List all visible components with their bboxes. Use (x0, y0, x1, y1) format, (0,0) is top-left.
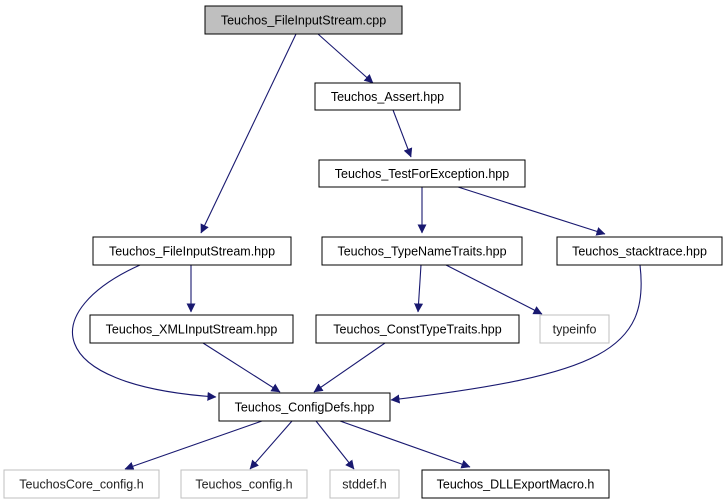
node-teuchos-configdefs[interactable]: Teuchos_ConfigDefs.hpp (218, 392, 391, 422)
node-label: Teuchos_ConstTypeTraits.hpp (333, 323, 501, 337)
node-box (321, 236, 523, 266)
edge-root-to-assert (317, 33, 374, 84)
node-label: Teuchos_DLLExportMacro.h (437, 478, 595, 492)
edge-stacktrace-to-configdefs (390, 264, 642, 404)
node-teuchos-consttypetraits[interactable]: Teuchos_ConstTypeTraits.hpp (315, 314, 520, 344)
node-label: Teuchos_TypeNameTraits.hpp (337, 245, 506, 259)
node-teuchos-testforexception[interactable]: Teuchos_TestForException.hpp (318, 159, 526, 188)
node-stddef[interactable]: stddef.h (329, 469, 400, 499)
node-box (539, 314, 610, 344)
edge-xmlinputstream-to-configdefs (202, 342, 281, 393)
node-teuchos-stacktrace[interactable]: Teuchos_stacktrace.hpp (556, 236, 723, 266)
node-label: Teuchos_config.h (195, 478, 292, 492)
node-box (204, 5, 403, 35)
edge-typenametraits-to-consttypetraits (414, 264, 424, 313)
node-box (3, 469, 160, 499)
node-box (556, 236, 723, 266)
node-box (218, 392, 391, 422)
node-teuchos-dllexportmacro[interactable]: Teuchos_DLLExportMacro.h (421, 469, 610, 499)
node-box (421, 469, 610, 499)
node-teuchos-assert[interactable]: Teuchos_Assert.hpp (314, 82, 461, 111)
node-label: Teuchos_FileInputStream.hpp (109, 245, 275, 259)
edge-assert-to-testforexception (392, 109, 413, 158)
node-teuchos-config[interactable]: Teuchos_config.h (180, 469, 308, 499)
node-box (315, 314, 520, 344)
edge-typenametraits-to-typeinfo (445, 264, 543, 315)
node-box (89, 314, 294, 344)
node-teuchos-typenametraits[interactable]: Teuchos_TypeNameTraits.hpp (321, 236, 523, 266)
edge-configdefs-to-config (249, 420, 293, 470)
node-teuchos-xmlinputstream[interactable]: Teuchos_XMLInputStream.hpp (89, 314, 294, 344)
node-label: Teuchos_ConfigDefs.hpp (235, 401, 375, 415)
node-box (318, 159, 526, 188)
node-box (314, 82, 461, 111)
node-label: Teuchos_XMLInputStream.hpp (106, 323, 278, 337)
edges-layer (72, 33, 642, 471)
node-label: Teuchos_FileInputStream.cpp (221, 14, 386, 28)
node-label: Teuchos_Assert.hpp (331, 90, 444, 104)
node-root-file[interactable]: Teuchos_FileInputStream.cpp (204, 5, 403, 35)
node-teuchos-fileinputstream[interactable]: Teuchos_FileInputStream.hpp (92, 236, 292, 266)
node-label: typeinfo (553, 323, 597, 337)
edge-consttypetraits-to-configdefs (313, 342, 386, 393)
node-typeinfo[interactable]: typeinfo (539, 314, 610, 344)
node-teuchoscore-config[interactable]: TeuchosCore_config.h (3, 469, 160, 499)
edge-configdefs-to-stddef (315, 420, 355, 470)
node-label: Teuchos_stacktrace.hpp (572, 245, 707, 259)
node-label: stddef.h (342, 478, 387, 492)
nodes-layer: Teuchos_FileInputStream.cpp Teuchos_Asse… (3, 5, 723, 499)
node-box (180, 469, 308, 499)
node-label: TeuchosCore_config.h (19, 478, 143, 492)
node-label: Teuchos_TestForException.hpp (335, 167, 509, 181)
edge-testforexception-to-stacktrace (457, 186, 606, 236)
edge-configdefs-to-dllexportmacro (339, 420, 471, 469)
edge-root-to-fileinputstream (200, 33, 297, 234)
node-box (92, 236, 292, 266)
node-box (329, 469, 400, 499)
edge-fileinputstream-to-configdefs (72, 264, 217, 401)
edge-configdefs-to-coreconfig (124, 420, 263, 471)
